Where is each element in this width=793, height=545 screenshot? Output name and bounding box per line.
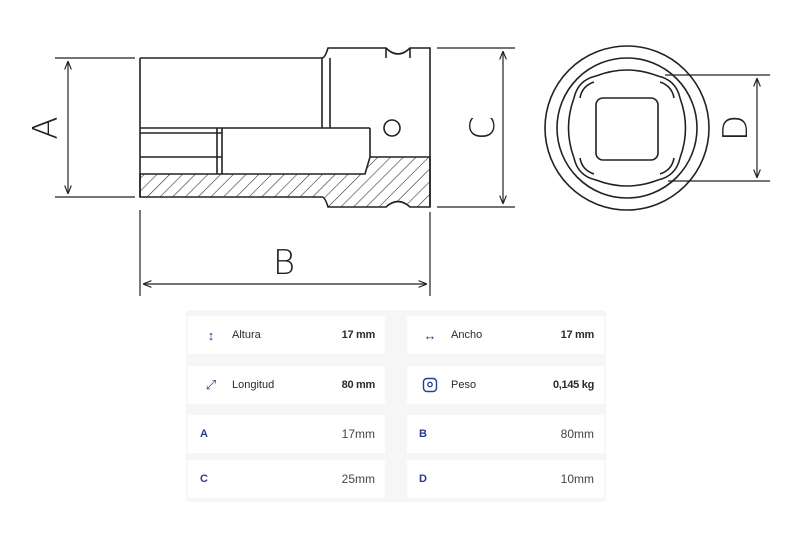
- spec-width: ↔ Ancho 17 mm: [407, 316, 604, 354]
- label-a: A: [26, 116, 66, 139]
- dimension-a: [55, 57, 135, 198]
- spec-height: ↕ Altura 17 mm: [188, 316, 385, 354]
- horizontal-arrows-icon: ↔: [423, 327, 437, 343]
- socket-side-view: [139, 47, 431, 208]
- specs-table: ↕ Altura 17 mm ↔ Ancho 17 mm ⤢ Longitud …: [186, 310, 606, 502]
- socket-end-view: [544, 45, 710, 211]
- socket-technical-drawing: A B C D: [26, 45, 770, 296]
- diagonal-arrow-icon: ⤢: [205, 377, 217, 392]
- spec-dim-c: C 25mm: [188, 460, 385, 498]
- spec-dim-d-code: D: [419, 473, 427, 485]
- label-b: B: [273, 243, 295, 283]
- label-c: C: [463, 116, 503, 140]
- spec-weight-value: 0,145 kg: [552, 379, 594, 391]
- spec-length-label: Longitud: [232, 379, 275, 391]
- spec-height-value: 17 mm: [341, 329, 376, 341]
- spec-width-label: Ancho: [451, 329, 483, 341]
- spec-dim-d-value: 10mm: [560, 472, 594, 486]
- weight-icon: [419, 374, 441, 396]
- spec-dim-b: B 80mm: [407, 415, 604, 453]
- spec-weight-label: Peso: [451, 379, 477, 391]
- spec-dim-a-value: 17mm: [341, 427, 375, 441]
- spec-dim-d: D 10mm: [407, 460, 604, 498]
- spec-length-value: 80 mm: [341, 379, 376, 391]
- spec-weight: Peso 0,145 kg: [407, 366, 604, 404]
- dimension-b: [139, 210, 431, 296]
- spec-dim-c-value: 25mm: [341, 472, 375, 486]
- dimension-c: [437, 47, 515, 208]
- spec-height-label: Altura: [232, 329, 261, 341]
- spec-width-value: 17 mm: [560, 329, 595, 341]
- spec-dim-b-code: B: [419, 428, 427, 440]
- vertical-arrows-icon: ↕: [207, 327, 215, 343]
- spec-dim-a: A 17mm: [188, 415, 385, 453]
- label-d: D: [716, 115, 756, 141]
- dimension-d: [665, 74, 770, 182]
- spec-dim-c-code: C: [200, 473, 208, 485]
- spec-dim-b-value: 80mm: [560, 427, 594, 441]
- spec-length: ⤢ Longitud 80 mm: [188, 366, 385, 404]
- spec-dim-a-code: A: [200, 428, 208, 440]
